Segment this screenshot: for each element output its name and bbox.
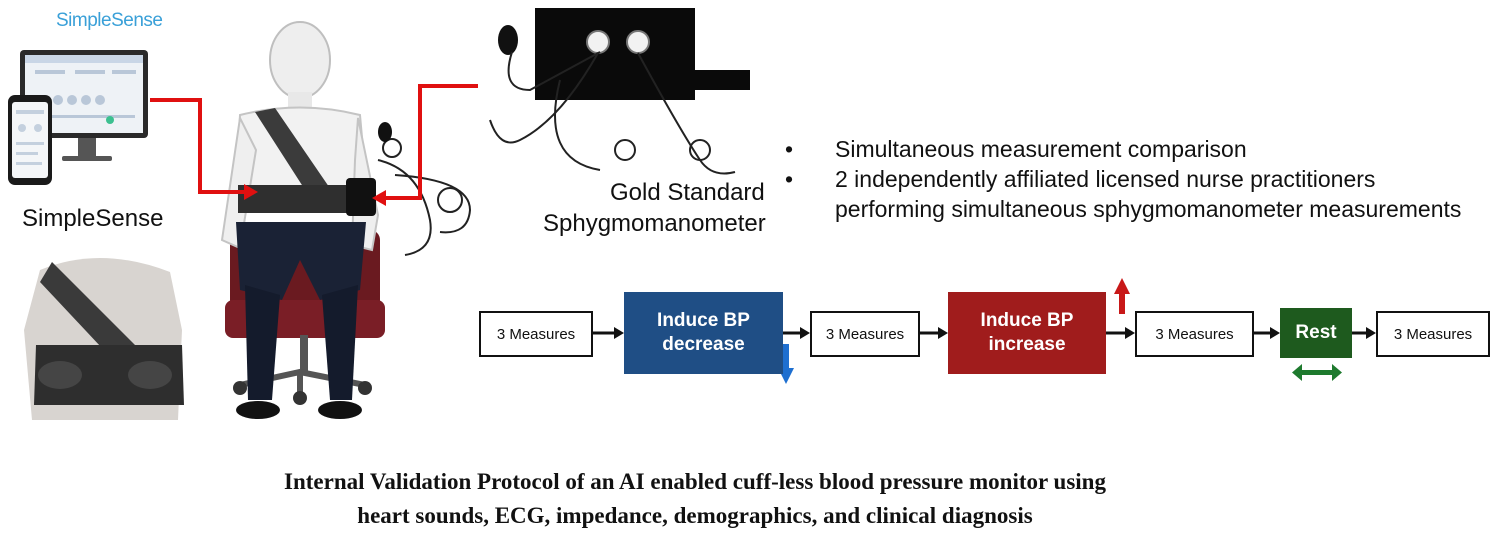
protocol-bullet-list: •Simultaneous measurement comparison •2 … [785, 134, 1461, 224]
flow-step-label: decrease [662, 334, 745, 355]
bullet-item: •Simultaneous measurement comparison [785, 136, 1247, 162]
bullet-item: performing simultaneous sphygmomanometer… [785, 194, 1461, 224]
flow-step-measures-3: 3 Measures [1135, 311, 1254, 357]
flow-step-label: Induce BP [980, 310, 1074, 331]
smartphone-illustration [8, 95, 52, 185]
rest-double-arrow-icon [1292, 364, 1342, 381]
seated-person-illustration [220, 21, 472, 419]
flow-step-measures-1: 3 Measures [479, 311, 593, 357]
bullet-text: performing simultaneous sphygmomanometer… [835, 196, 1462, 222]
flow-step-label: Induce BP [657, 310, 750, 331]
gold-standard-label-line1: Gold Standard [610, 179, 765, 206]
connector-line-simplesense [150, 98, 244, 194]
bullet-text: 2 independently affiliated licensed nurs… [835, 166, 1376, 192]
flow-step-measures-2: 3 Measures [810, 311, 920, 357]
flow-step-label: 3 Measures [825, 325, 905, 343]
flow-step-measures-4: 3 Measures [1376, 311, 1490, 357]
connector-line-sphygmomanometer [384, 84, 478, 200]
simplesense-logo: SimpleSense [56, 10, 163, 32]
flow-step-rest: Rest [1280, 308, 1352, 358]
mannequin-wearable-photo [10, 245, 190, 440]
flow-step-label: 3 Measures [496, 325, 576, 343]
flow-connectors [593, 327, 1376, 339]
increase-arrow-icon [1114, 278, 1130, 314]
flow-step-label: increase [988, 334, 1066, 355]
flow-step-label: Rest [1295, 322, 1337, 343]
flow-step-induce-increase: Induce BP increase [948, 292, 1106, 374]
bullet-item: •2 independently affiliated licensed nur… [785, 166, 1376, 192]
simplesense-label: SimpleSense [22, 205, 164, 232]
caption-line-2: heart sounds, ECG, impedance, demographi… [357, 503, 1033, 528]
caption-line-1: Internal Validation Protocol of an AI en… [284, 469, 1106, 494]
connector-arrowhead-simplesense [244, 184, 258, 200]
figure-caption: Internal Validation Protocol of an AI en… [0, 465, 1390, 533]
simplesense-logo-text: SimpleSense [56, 10, 163, 31]
gold-standard-label-line2: Sphygmomanometer [543, 210, 766, 237]
sphygmomanometer-illustration [489, 8, 750, 175]
desktop-monitor-illustration [20, 50, 148, 161]
bullet-text: Simultaneous measurement comparison [835, 136, 1247, 162]
flow-step-label: 3 Measures [1155, 325, 1234, 343]
flow-step-label: 3 Measures [1393, 325, 1473, 343]
connector-arrowhead-sphygmomanometer [372, 190, 386, 206]
flow-step-induce-decrease: Induce BP decrease [624, 292, 783, 374]
